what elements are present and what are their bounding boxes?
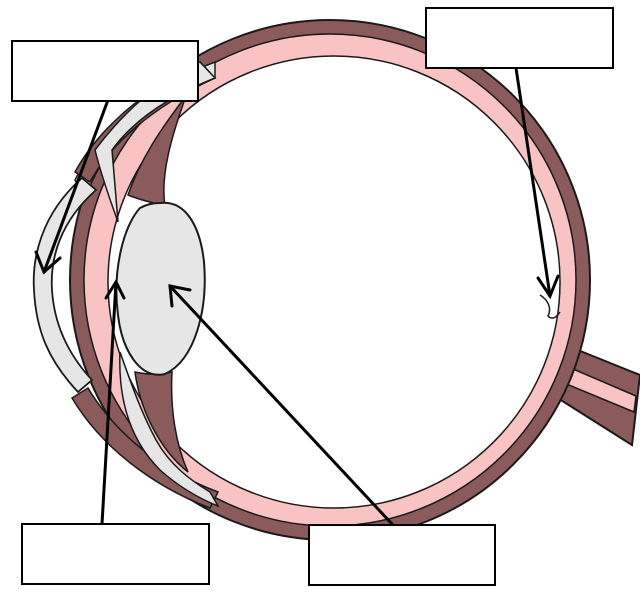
label-box-top-left[interactable] — [11, 40, 199, 102]
label-box-bottom-right[interactable] — [308, 524, 496, 586]
label-box-bottom-left[interactable] — [21, 523, 210, 585]
label-box-top-right[interactable] — [425, 7, 614, 69]
